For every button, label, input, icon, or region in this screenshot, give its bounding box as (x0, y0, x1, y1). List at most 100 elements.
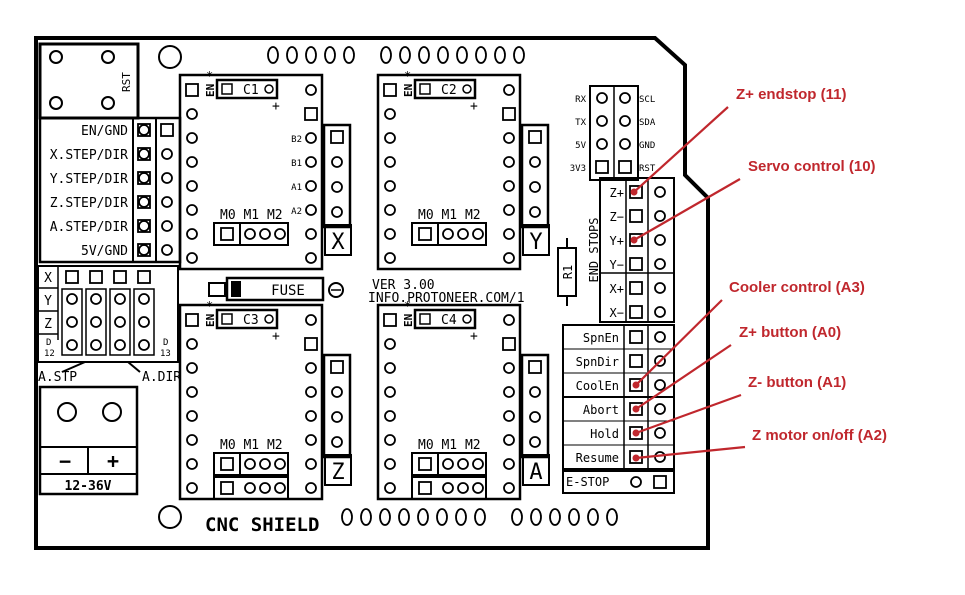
header-pin (456, 46, 468, 64)
pin (186, 386, 198, 398)
pin (503, 228, 515, 240)
pin (259, 458, 271, 470)
left-header-label: 5V/GND (81, 244, 128, 259)
pin (654, 282, 666, 294)
pin (442, 458, 454, 470)
en-label: EN (204, 84, 217, 97)
pin (138, 293, 150, 305)
square-pin (383, 83, 397, 97)
url-label: INFO.PROTONEER.COM/1 (368, 291, 525, 306)
d13-label: D (163, 338, 168, 348)
endstop-label: Z− (610, 210, 624, 224)
capacitor-plus: + (272, 99, 280, 114)
square-pin (304, 107, 318, 121)
pin (186, 338, 198, 350)
pin (138, 244, 150, 256)
header-pin (587, 508, 599, 526)
pin (384, 180, 396, 192)
pin (654, 427, 666, 439)
capacitor-pad (264, 314, 274, 324)
header-pin (417, 508, 429, 526)
header-pin (474, 508, 486, 526)
axis-select-label: X (44, 271, 52, 286)
jumper-column (61, 288, 83, 356)
capacitor-plus: + (272, 329, 280, 344)
capacitor (215, 308, 279, 330)
pin (503, 362, 515, 374)
pin (457, 482, 469, 494)
pin (630, 476, 642, 488)
pin (384, 132, 396, 144)
annotation-2: Servo control (10) (630, 158, 876, 244)
pin (90, 316, 102, 328)
pin (66, 293, 78, 305)
control-label: SpnDir (576, 355, 619, 369)
en-label: EN (402, 84, 415, 97)
pin (66, 339, 78, 351)
a-step-label: A.STP (38, 370, 77, 385)
pin (529, 386, 541, 398)
fuse: FUSE (208, 276, 344, 302)
annotation-1: Z+ endstop (11) (630, 86, 846, 196)
axis-clone-jumpers: XYZ D 12 D 13 A.STP A.DIR (37, 265, 181, 385)
serial-label: 3V3 (570, 164, 586, 174)
pin (331, 181, 343, 193)
square-pin (618, 160, 632, 174)
board-title: CNC SHIELD (205, 514, 319, 536)
square-pin (502, 337, 516, 351)
square-pin (137, 219, 151, 233)
pin (384, 482, 396, 494)
pin (384, 434, 396, 446)
control-label: Resume (576, 451, 619, 465)
driver-y: C2+EN*M0 M1 M2Y (376, 69, 550, 271)
control-label: Abort (583, 403, 619, 417)
driver-outline (178, 73, 324, 271)
power-voltage-label: 12-36V (65, 479, 112, 494)
pin (596, 92, 608, 104)
coil-label: A2 (291, 207, 302, 217)
pin (654, 258, 666, 270)
header-pin (530, 508, 542, 526)
square-pin (160, 123, 174, 137)
driver-outline (376, 73, 522, 271)
pin (305, 434, 317, 446)
microstep-label: M0 M1 M2 (418, 208, 481, 223)
capacitor (215, 78, 279, 100)
header-pin (549, 508, 561, 526)
square-pin (113, 270, 127, 284)
header-pin (379, 508, 391, 526)
pin (503, 314, 515, 326)
pin (259, 482, 271, 494)
microstep-label: M0 M1 M2 (418, 438, 481, 453)
axis-select-label: Z (44, 317, 52, 332)
jumper-column (133, 288, 155, 356)
control-label: Hold (590, 427, 619, 441)
annotation-label: Z+ endstop (11) (736, 86, 846, 103)
pin (503, 434, 515, 446)
pin (305, 314, 317, 326)
pin (186, 204, 198, 216)
pin (186, 252, 198, 264)
pin (161, 148, 173, 160)
capacitor-label: C2 (441, 83, 457, 98)
serial-label: RX (575, 95, 586, 105)
square-pin (629, 402, 643, 416)
pin (114, 316, 126, 328)
pin (305, 180, 317, 192)
capacitor-plus: + (470, 99, 478, 114)
annotation-3: Cooler control (A3) (632, 279, 865, 389)
square-pin (137, 243, 151, 257)
pin (138, 124, 150, 136)
i2c-label: SCL (639, 95, 655, 105)
pin (384, 362, 396, 374)
left-header-label: X.STEP/DIR (50, 148, 128, 163)
annotation-leader (633, 178, 741, 241)
pin (503, 84, 515, 96)
microstep-label: M0 M1 M2 (220, 438, 283, 453)
header-pin (341, 508, 353, 526)
annotation-leader (633, 106, 729, 193)
en-star: * (206, 299, 213, 313)
pin (384, 458, 396, 470)
axis-letter: A (529, 460, 542, 485)
